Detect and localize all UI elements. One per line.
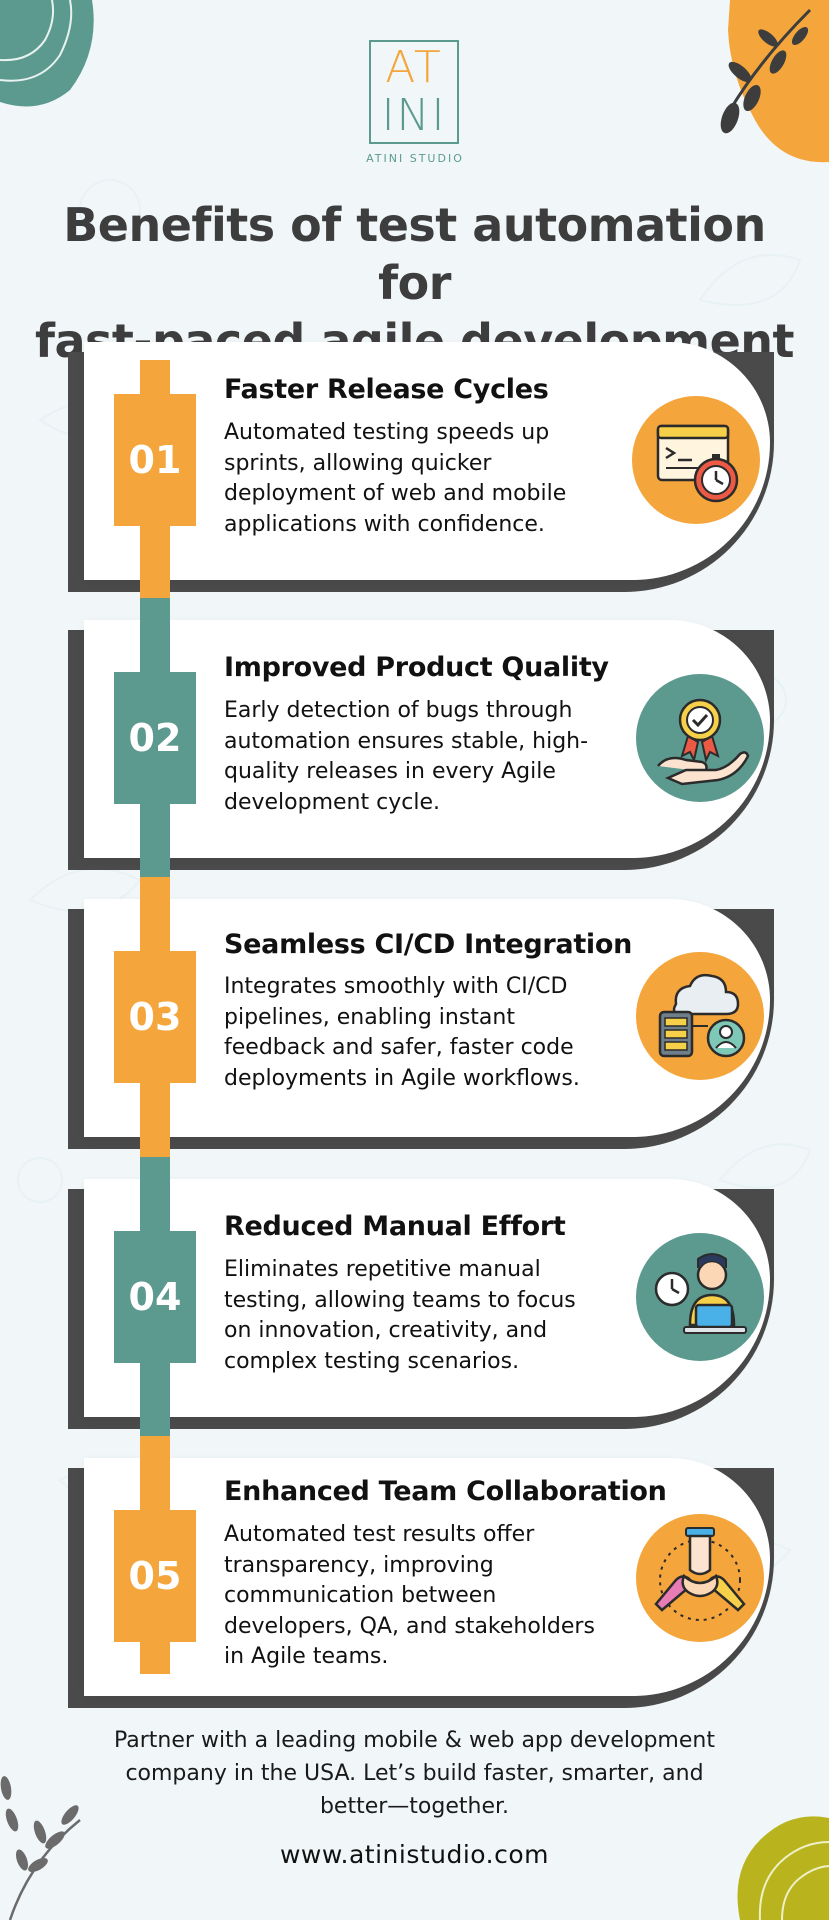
benefit-title: Enhanced Team Collaboration xyxy=(224,1476,667,1507)
brand-logo[interactable]: AT INI xyxy=(367,40,461,148)
logo-wordmark: ATINI STUDIO xyxy=(366,152,464,165)
benefit-title: Reduced Manual Effort xyxy=(224,1211,566,1242)
benefit-card-04: 04 Reduced Manual Effort Eliminates repe… xyxy=(68,1157,778,1437)
developer-laptop-clock-icon xyxy=(636,1233,764,1361)
description-line: communication between xyxy=(224,1583,497,1608)
description-line: sprints, allowing quicker xyxy=(224,450,492,476)
benefit-card-02: 02 Improved Product Quality Early detect… xyxy=(68,598,778,878)
step-number-badge: 05 xyxy=(114,1510,196,1642)
benefit-description: Automated test results offer transparenc… xyxy=(224,1520,624,1673)
corner-blob-top-right xyxy=(720,0,829,163)
corner-sprig-bottom-left xyxy=(0,1776,81,1920)
description-line: transparency, improving xyxy=(224,1552,494,1578)
logo-letters-bottom: INI xyxy=(381,90,447,141)
description-line: complex testing scenarios. xyxy=(224,1348,520,1374)
benefit-title: Faster Release Cycles xyxy=(224,374,549,405)
footer-line: Partner with a leading mobile & web app … xyxy=(114,1728,715,1753)
benefit-description: Early detection of bugs through automati… xyxy=(224,696,624,818)
description-line: Early detection of bugs through xyxy=(224,698,573,723)
description-line: development cycle. xyxy=(224,789,440,815)
description-line: pipelines, enabling instant xyxy=(224,1004,515,1030)
description-line: applications with confidence. xyxy=(224,511,545,537)
logo-letters-top: AT xyxy=(385,42,443,93)
footer-call-to-action: Partner with a leading mobile & web app … xyxy=(60,1724,769,1823)
hand-quality-badge-icon xyxy=(636,674,764,802)
team-hands-icon xyxy=(636,1514,764,1642)
description-line: deployment of web and mobile xyxy=(224,481,567,506)
footer-line: company in the USA. Let’s build faster, … xyxy=(125,1761,704,1786)
description-line: developers, QA, and stakeholders xyxy=(224,1613,595,1639)
description-line: Automated test results offer xyxy=(224,1522,535,1547)
description-line: in Agile teams. xyxy=(224,1644,389,1669)
corner-blob-top-left xyxy=(0,0,94,107)
description-line: automation ensures stable, high- xyxy=(224,728,589,754)
description-line: testing, allowing teams to focus xyxy=(224,1287,576,1313)
step-number-badge: 02 xyxy=(114,672,196,804)
corner-blob-bottom-right xyxy=(737,1816,829,1920)
benefit-description: Integrates smoothly with CI/CD pipelines… xyxy=(224,972,624,1094)
logo-frame: AT INI xyxy=(369,40,459,144)
benefit-card-03: 03 Seamless CI/CD Integration Integrates… xyxy=(68,877,778,1157)
description-line: feedback and safer, faster code xyxy=(224,1035,574,1060)
website-link[interactable]: www.atinistudio.com xyxy=(279,1840,550,1869)
step-number-badge: 03 xyxy=(114,951,196,1083)
description-line: on innovation, creativity, and xyxy=(224,1318,548,1343)
description-line: Automated testing speeds up xyxy=(224,420,550,445)
benefit-title: Seamless CI/CD Integration xyxy=(224,929,633,960)
benefit-description: Automated testing speeds up sprints, all… xyxy=(224,418,624,540)
description-line: quality releases in every Agile xyxy=(224,759,556,784)
cloud-server-user-icon xyxy=(636,952,764,1080)
benefit-title: Improved Product Quality xyxy=(224,652,609,683)
footer-line: better—together. xyxy=(319,1794,510,1819)
page-title: Benefits of test automation for fast-pac… xyxy=(30,196,799,370)
benefit-card-01: 01 Faster Release Cycles Automated testi… xyxy=(68,342,778,600)
description-line: Eliminates repetitive manual xyxy=(224,1257,541,1282)
benefit-card-05: 05 Enhanced Team Collaboration Automated… xyxy=(68,1436,778,1708)
title-line-1: Benefits of test automation for xyxy=(63,198,766,310)
benefit-description: Eliminates repetitive manual testing, al… xyxy=(224,1255,624,1377)
description-line: Integrates smoothly with CI/CD xyxy=(224,974,568,999)
description-line: deployments in Agile workflows. xyxy=(224,1065,580,1091)
step-number-badge: 04 xyxy=(114,1231,196,1363)
step-number-badge: 01 xyxy=(114,394,196,526)
code-window-stopwatch-icon xyxy=(632,396,760,524)
